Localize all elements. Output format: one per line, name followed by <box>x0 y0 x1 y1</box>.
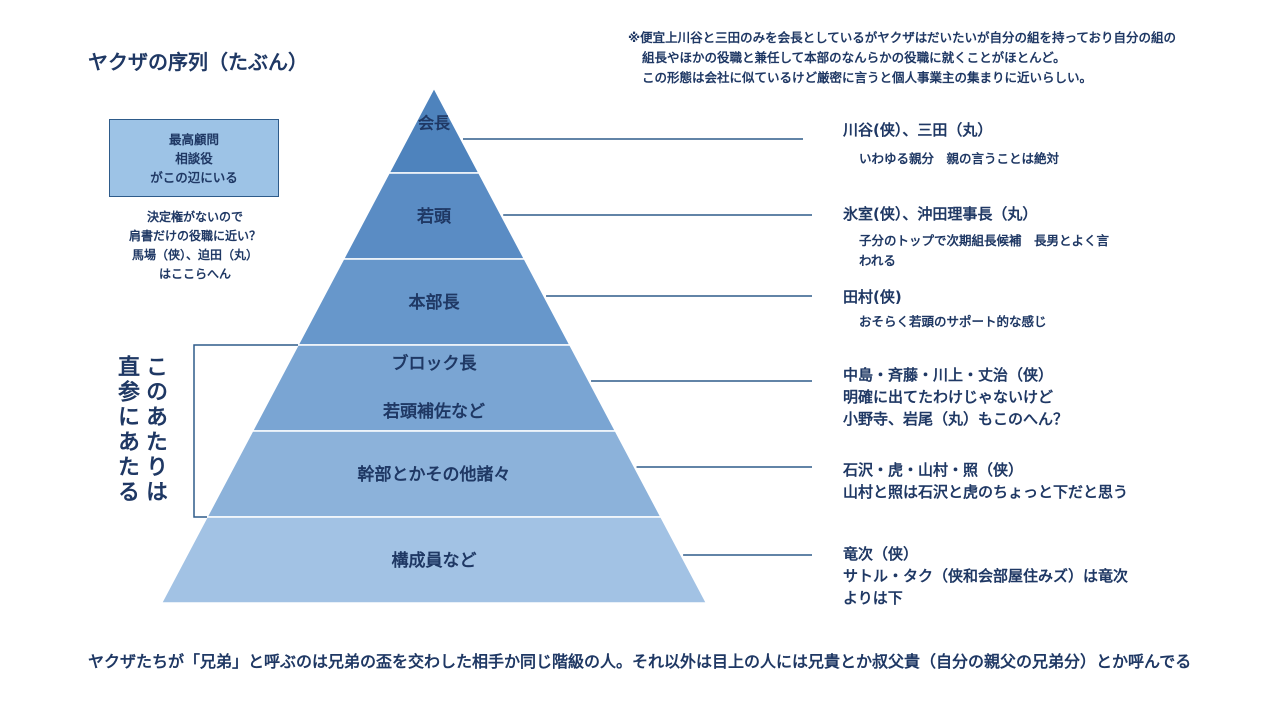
member-annotation-honbucho: 田村(侠) おそらく若頭のサポート的な感じ <box>843 286 1047 332</box>
tier-members <box>160 516 708 604</box>
member-annotation-members: 竜次（侠） サトル・タク（侠和会部屋住みズ）は竜次 よりは下 <box>843 543 1128 609</box>
member-names: 中島・斉藤・川上・丈治（侠） <box>843 366 1054 384</box>
adviser-box-line: がこの辺にいる <box>150 169 238 185</box>
adviser-box-line: 最高顧問 <box>168 131 219 147</box>
direct-subordinate-bracket <box>193 344 299 518</box>
member-names: 石沢・虎・山村・照（侠） <box>843 461 1024 479</box>
member-names: 山村と照は石沢と虎のちょっと下だと思う <box>843 483 1129 501</box>
member-annotation-wakagashira: 氷室(侠）、沖田理事長（丸） 子分のトップで次期組長候補 長男とよく言 われる <box>843 203 1109 271</box>
member-annotation-chairman: 川谷(侠）、三田（丸） いわゆる親分 親の言うことは絶対 <box>843 119 1059 169</box>
adviser-note-line: 馬場（侠）、迫田（丸） <box>131 248 258 262</box>
tier-label: 若頭補佐など <box>382 401 485 422</box>
member-description: われる <box>859 253 896 268</box>
member-names: サトル・タク（侠和会部屋住みズ）は竜次 <box>843 567 1129 585</box>
member-names: 田村(侠) <box>843 288 902 306</box>
tier-label: 本部長 <box>409 292 461 313</box>
note-line: この形態は会社に似ているけど厳密に言うと個人事業主の集まりに近いらしい。 <box>642 70 1093 85</box>
adviser-box-line: 相談役 <box>175 150 213 166</box>
note-line: ※便宜上川谷と三田のみを会長としているがヤクザはだいたいが自分の組を持っており自… <box>628 30 1177 45</box>
member-names: 小野寺、岩尾（丸）もこのへん？ <box>843 410 1069 428</box>
member-names: よりは下 <box>843 589 903 607</box>
footer-note: ヤクザたちが「兄弟」と呼ぶのは兄弟の盃を交わした相手か同じ階級の人。それ以外は目… <box>88 652 1192 671</box>
member-names: 川谷(侠）、三田（丸） <box>843 121 993 139</box>
member-names: 氷室(侠）、沖田理事長（丸） <box>843 205 1038 223</box>
member-names: 竜次（侠） <box>843 545 919 563</box>
bracket-label-line: 直参にあたる <box>114 355 139 505</box>
member-description: いわゆる親分 親の言うことは絶対 <box>859 151 1060 166</box>
footnote: ※便宜上川谷と三田のみを会長としているがヤクザはだいたいが自分の組を持っており自… <box>628 28 1258 88</box>
tier-label: ブロック長 <box>392 353 478 374</box>
adviser-note-line: はここらへん <box>158 267 231 281</box>
page-title: ヤクザの序列（たぶん） <box>88 50 308 74</box>
member-names: 明確に出てたわけじゃないけど <box>843 388 1054 406</box>
note-line: 組長やほかの役職と兼任して本部のなんらかの役職に就くことがほとんど。 <box>642 50 1066 65</box>
adviser-note-line: 決定権がないので <box>146 210 243 224</box>
member-description: 子分のトップで次期組長候補 長男とよく言 <box>859 233 1110 248</box>
tier-label: 構成員など <box>392 550 477 571</box>
adviser-box: 最高顧問 相談役 がこの辺にいる <box>109 119 279 197</box>
tier-label: 会長 <box>418 114 451 133</box>
member-annotation-executives: 石沢・虎・山村・照（侠） 山村と照は石沢と虎のちょっと下だと思う <box>843 459 1128 503</box>
member-annotation-block-leader: 中島・斉藤・川上・丈治（侠） 明確に出てたわけじゃないけど 小野寺、岩尾（丸）も… <box>843 364 1068 430</box>
tier-label: 幹部とかその他諸々 <box>358 464 511 485</box>
adviser-note: 決定権がないので 肩書だけの役職に近い？ 馬場（侠）、迫田（丸） はここらへん <box>100 208 290 284</box>
adviser-note-line: 肩書だけの役職に近い？ <box>128 229 261 243</box>
tier-label: 若頭 <box>416 206 452 227</box>
member-description: おそらく若頭のサポート的な感じ <box>859 314 1047 329</box>
bracket-label-line: このあたりは <box>142 355 167 505</box>
